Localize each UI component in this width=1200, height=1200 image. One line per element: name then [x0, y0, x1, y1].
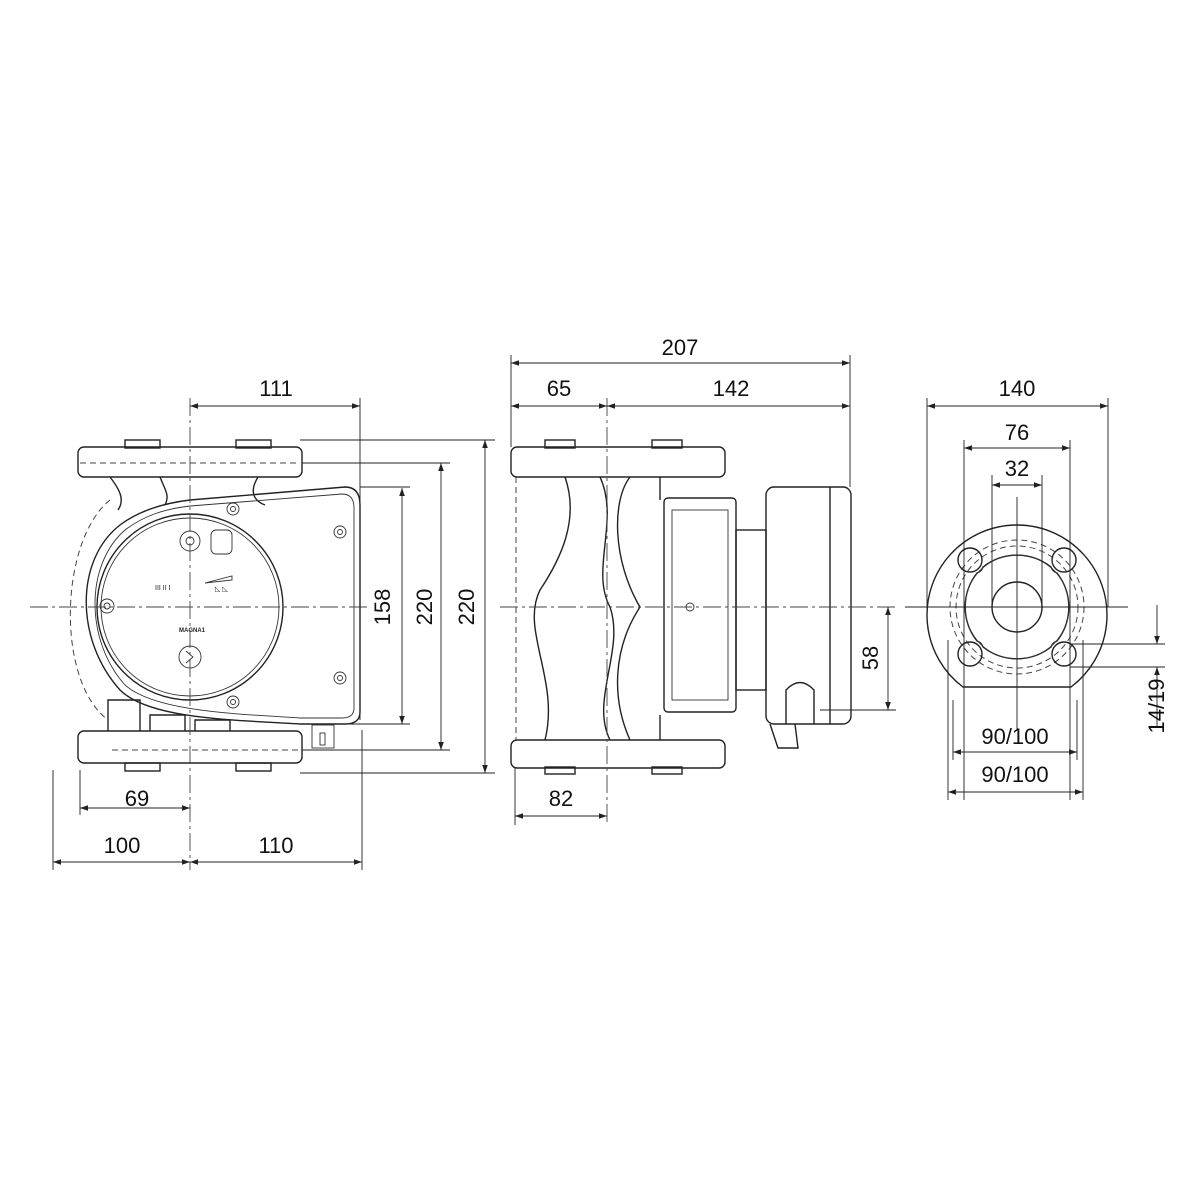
side-bottom-flange [510, 739, 726, 769]
front-dimensions: 111 69 100 110 158 220 220 [52, 376, 495, 870]
dim-69: 69 [125, 786, 149, 811]
front-view: III II I ◺ ◺ MAGNA1 [30, 398, 370, 870]
curve-icons: ◺ ◺ [215, 586, 228, 593]
flange-view [905, 497, 1128, 730]
dim-207: 207 [662, 335, 699, 360]
brand-logo: MAGNA1 [179, 628, 206, 634]
side-top-flange [510, 446, 726, 478]
motor-housing [663, 486, 852, 749]
side-dimensions: 207 65 142 82 58 [510, 335, 896, 825]
dim-58: 58 [858, 646, 883, 670]
dim-220-inner: 220 [412, 589, 437, 626]
dim-111: 111 [259, 376, 292, 401]
dim-110: 110 [258, 833, 293, 858]
bolt-holes [957, 547, 1077, 667]
dim-158: 158 [370, 589, 395, 626]
side-view [500, 398, 895, 825]
dim-14-19: 14/19 [1144, 678, 1169, 733]
flange-outline [926, 524, 1108, 688]
dim-82: 82 [549, 786, 573, 811]
display-window [210, 529, 233, 555]
connector [311, 724, 335, 749]
dim-140: 140 [999, 376, 1036, 401]
volute-hidden-outline [69, 499, 111, 721]
dim-142: 142 [713, 376, 750, 401]
dim-220-outer: 220 [454, 589, 479, 626]
flange-dimensions: 140 76 32 90/100 90/100 14/19 [926, 376, 1169, 800]
dim-90-100-inner: 90/100 [981, 724, 1048, 749]
dim-76: 76 [1005, 420, 1029, 445]
dim-65: 65 [547, 376, 571, 401]
dim-100: 100 [104, 833, 141, 858]
dim-90-100-outer: 90/100 [981, 762, 1048, 787]
mode-icons: III II I [155, 585, 171, 592]
screw-icon [99, 502, 347, 709]
dim-32: 32 [1005, 456, 1029, 481]
control-box: III II I ◺ ◺ MAGNA1 [85, 486, 361, 749]
speed-indicator-icon [204, 575, 233, 584]
